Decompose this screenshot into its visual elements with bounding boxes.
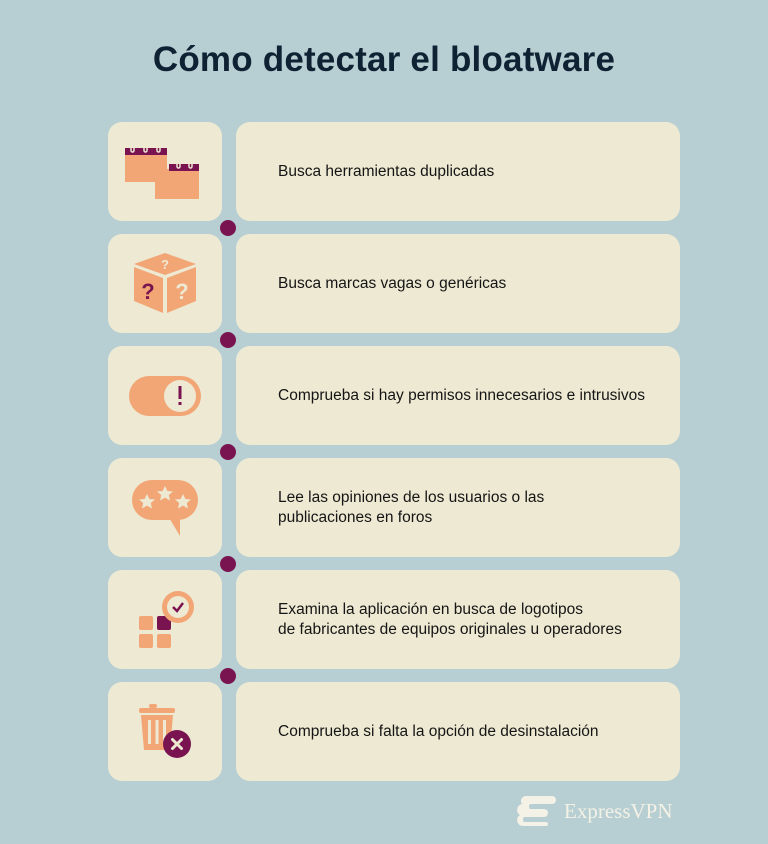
step-3-icon-card (108, 346, 222, 445)
step-5-text: Examina la aplicación en busca de logoti… (278, 600, 622, 638)
connector-dot (220, 444, 236, 460)
svg-text:?: ? (141, 279, 154, 304)
step-5-text-card: Examina la aplicación en busca de logoti… (236, 570, 680, 669)
expressvpn-logo-icon (517, 796, 556, 826)
step-1: Busca herramientas duplicadas (108, 122, 680, 221)
step-2: ? ? ? Busca marcas vagas o genéricas (108, 234, 680, 333)
page-title: Cómo detectar el bloatware (152, 40, 616, 79)
step-1-icon-card (108, 122, 222, 221)
step-3: Comprueba si hay permisos innecesarios e… (108, 346, 680, 445)
step-1-text: Busca herramientas duplicadas (278, 162, 495, 180)
toggle-warning-icon (129, 375, 201, 416)
step-6: Comprueba si falta la opción de desinsta… (108, 682, 680, 781)
trash-x-icon (139, 703, 191, 758)
step-5: Examina la aplicación en busca de logoti… (108, 570, 680, 669)
connector-dot (220, 556, 236, 572)
step-4-icon-card (108, 458, 222, 557)
step-4-text-card: Lee las opiniones de los usuarios o las … (236, 458, 680, 557)
step-2-icon-card: ? ? ? (108, 234, 222, 333)
step-6-text-card: Comprueba si falta la opción de desinsta… (236, 682, 680, 781)
apps-badge-icon (139, 590, 194, 648)
svg-text:?: ? (161, 257, 169, 272)
step-3-text-card: Comprueba si hay permisos innecesarios e… (236, 346, 680, 445)
rating-bubble-icon (132, 479, 198, 536)
svg-text:?: ? (175, 279, 188, 304)
mystery-box-icon: ? ? ? (134, 252, 196, 313)
connector-dot (220, 332, 236, 348)
step-4: Lee las opiniones de los usuarios o las … (108, 458, 680, 557)
step-5-icon-card (108, 570, 222, 669)
step-2-text-card: Busca marcas vagas o genéricas (236, 234, 680, 333)
step-6-text: Comprueba si falta la opción de desinsta… (278, 722, 599, 740)
expressvpn-logo: ExpressVPN (516, 796, 673, 826)
calendar-duplicate-icon (125, 143, 199, 199)
step-4-text: Lee las opiniones de los usuarios o las … (278, 488, 545, 526)
brand-name: ExpressVPN (564, 798, 673, 823)
connector-dot (220, 220, 236, 236)
connector-dot (220, 668, 236, 684)
step-6-icon-card (108, 682, 222, 781)
step-2-text: Busca marcas vagas o genéricas (278, 274, 507, 292)
step-3-text: Comprueba si hay permisos innecesarios e… (278, 386, 645, 404)
step-1-text-card: Busca herramientas duplicadas (236, 122, 680, 221)
